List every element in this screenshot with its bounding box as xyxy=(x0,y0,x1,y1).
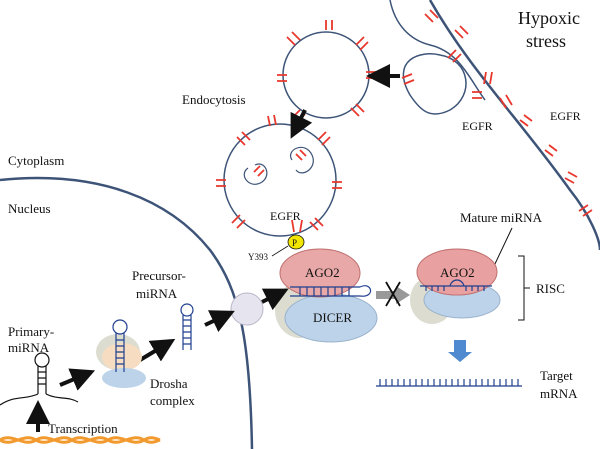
label-target-1: Target xyxy=(540,368,573,383)
rna-duplex xyxy=(290,285,372,297)
label-risc: RISC xyxy=(536,281,565,296)
arrow-pore-to-dicer xyxy=(261,288,289,311)
arrow-to-target xyxy=(448,340,472,362)
label-y393: Y393 xyxy=(248,252,268,262)
label-dicer: DICER xyxy=(313,310,352,325)
arrow-primary-to-drosha xyxy=(59,368,96,391)
label-egfr-membrane-2: EGFR xyxy=(550,109,581,123)
label-mature-mirna: Mature miRNA xyxy=(460,210,543,225)
label-primary-2: miRNA xyxy=(8,340,50,355)
mature-mirna-strand xyxy=(420,279,492,291)
intraluminal-vesicle-2 xyxy=(289,146,314,174)
membrane-loop xyxy=(402,53,467,115)
cell-membrane xyxy=(428,0,600,251)
arrow-to-mvb xyxy=(290,109,313,139)
drosha-peach xyxy=(102,343,142,371)
arrow-precursor-to-pore xyxy=(204,310,235,332)
drosha-hairpin xyxy=(112,319,128,372)
label-ago2-left: AGO2 xyxy=(305,265,340,280)
label-phospho: P xyxy=(292,238,297,248)
label-target-2: mRNA xyxy=(540,386,578,401)
label-endocytosis: Endocytosis xyxy=(182,92,246,107)
label-precursor-1: Precursor- xyxy=(132,268,186,283)
ago2-left xyxy=(279,248,361,298)
risc-bracket xyxy=(518,255,530,321)
block-x xyxy=(385,281,401,307)
label-cytoplasm: Cytoplasm xyxy=(8,153,64,168)
drosha-blue xyxy=(102,368,146,388)
label-nucleus: Nucleus xyxy=(8,201,51,216)
ago2-right xyxy=(416,248,498,296)
nuclear-membrane xyxy=(0,176,254,449)
primary-hairpin xyxy=(0,352,79,406)
label-primary-1: Primary- xyxy=(8,324,54,339)
label-precursor-2: miRNA xyxy=(136,286,178,301)
arrow-drosha-to-precursor xyxy=(138,338,176,362)
precursor-hairpin xyxy=(180,303,194,350)
label-hypoxic-1: Hypoxic xyxy=(518,8,580,28)
label-ago2-right: AGO2 xyxy=(440,265,475,280)
label-drosha-2: complex xyxy=(150,393,195,408)
label-egfr-endosome: EGFR xyxy=(270,209,301,223)
label-drosha-1: Drosha xyxy=(150,376,188,391)
phospho-site xyxy=(287,234,305,250)
membrane-invagination xyxy=(389,0,486,101)
y393-pointer xyxy=(271,245,289,257)
label-hypoxic-2: stress xyxy=(526,31,566,51)
label-egfr-membrane-1: EGFR xyxy=(462,119,493,133)
target-mrna xyxy=(376,379,522,387)
label-transcription: Transcription xyxy=(48,421,118,436)
dna-helix-2 xyxy=(0,436,161,444)
nuclear-pore xyxy=(230,292,264,326)
intraluminal-vesicle-1 xyxy=(243,163,268,185)
